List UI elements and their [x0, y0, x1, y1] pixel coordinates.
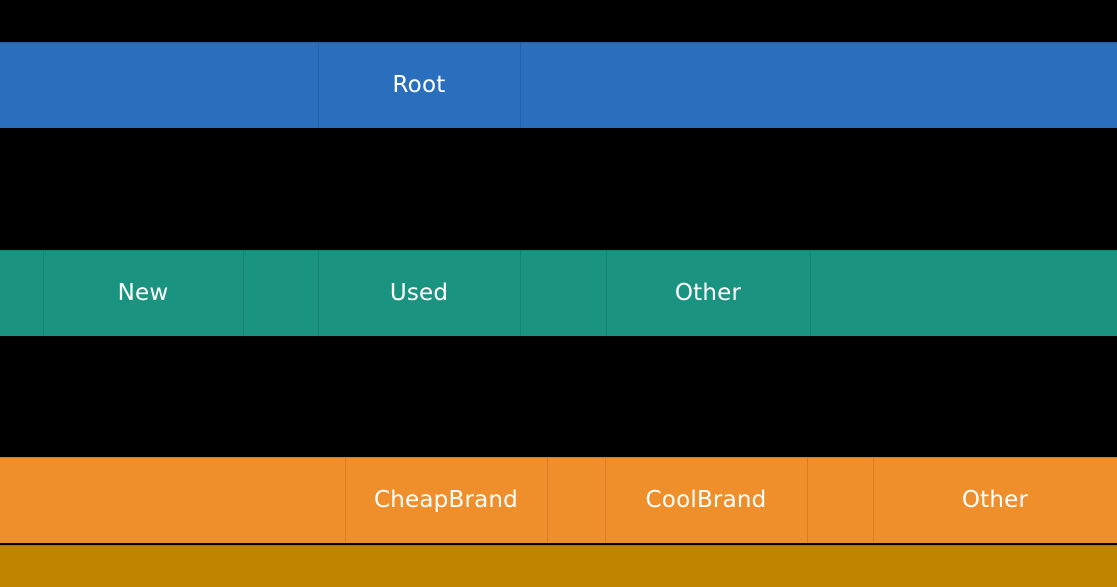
icicle-node-label: CoolBrand: [645, 486, 767, 513]
icicle-node-br-lead[interactable]: [0, 457, 345, 543]
icicle-node-br-gap1[interactable]: [547, 457, 605, 543]
icicle-node-br-other[interactable]: Other: [873, 457, 1117, 543]
icicle-node-cat-used[interactable]: Used: [318, 250, 520, 336]
icicle-node-label: Other: [674, 279, 742, 306]
icicle-node-label: CheapBrand: [374, 486, 518, 513]
icicle-node-label: New: [117, 279, 169, 306]
icicle-node-root-c[interactable]: [520, 42, 1117, 128]
icicle-node-cat-gap2[interactable]: [520, 250, 606, 336]
icicle-node-root-a[interactable]: [0, 42, 318, 128]
icicle-node-br-cheap[interactable]: CheapBrand: [345, 457, 547, 543]
icicle-node-cat-other[interactable]: Other: [606, 250, 810, 336]
icicle-node-br-cool[interactable]: CoolBrand: [605, 457, 807, 543]
icicle-node-label: Root: [392, 71, 446, 98]
icicle-node-root-b[interactable]: Root: [318, 42, 520, 128]
icicle-node-label: Other: [961, 486, 1029, 513]
icicle-node-leaf-all[interactable]: [0, 545, 1117, 587]
icicle-node-label: Used: [389, 279, 449, 306]
icicle-node-cat-pad[interactable]: [0, 250, 43, 336]
icicle-node-br-gap2[interactable]: [807, 457, 873, 543]
icicle-node-cat-new[interactable]: New: [43, 250, 243, 336]
icicle-node-cat-tail[interactable]: [810, 250, 1117, 336]
icicle-node-cat-gap1[interactable]: [243, 250, 318, 336]
